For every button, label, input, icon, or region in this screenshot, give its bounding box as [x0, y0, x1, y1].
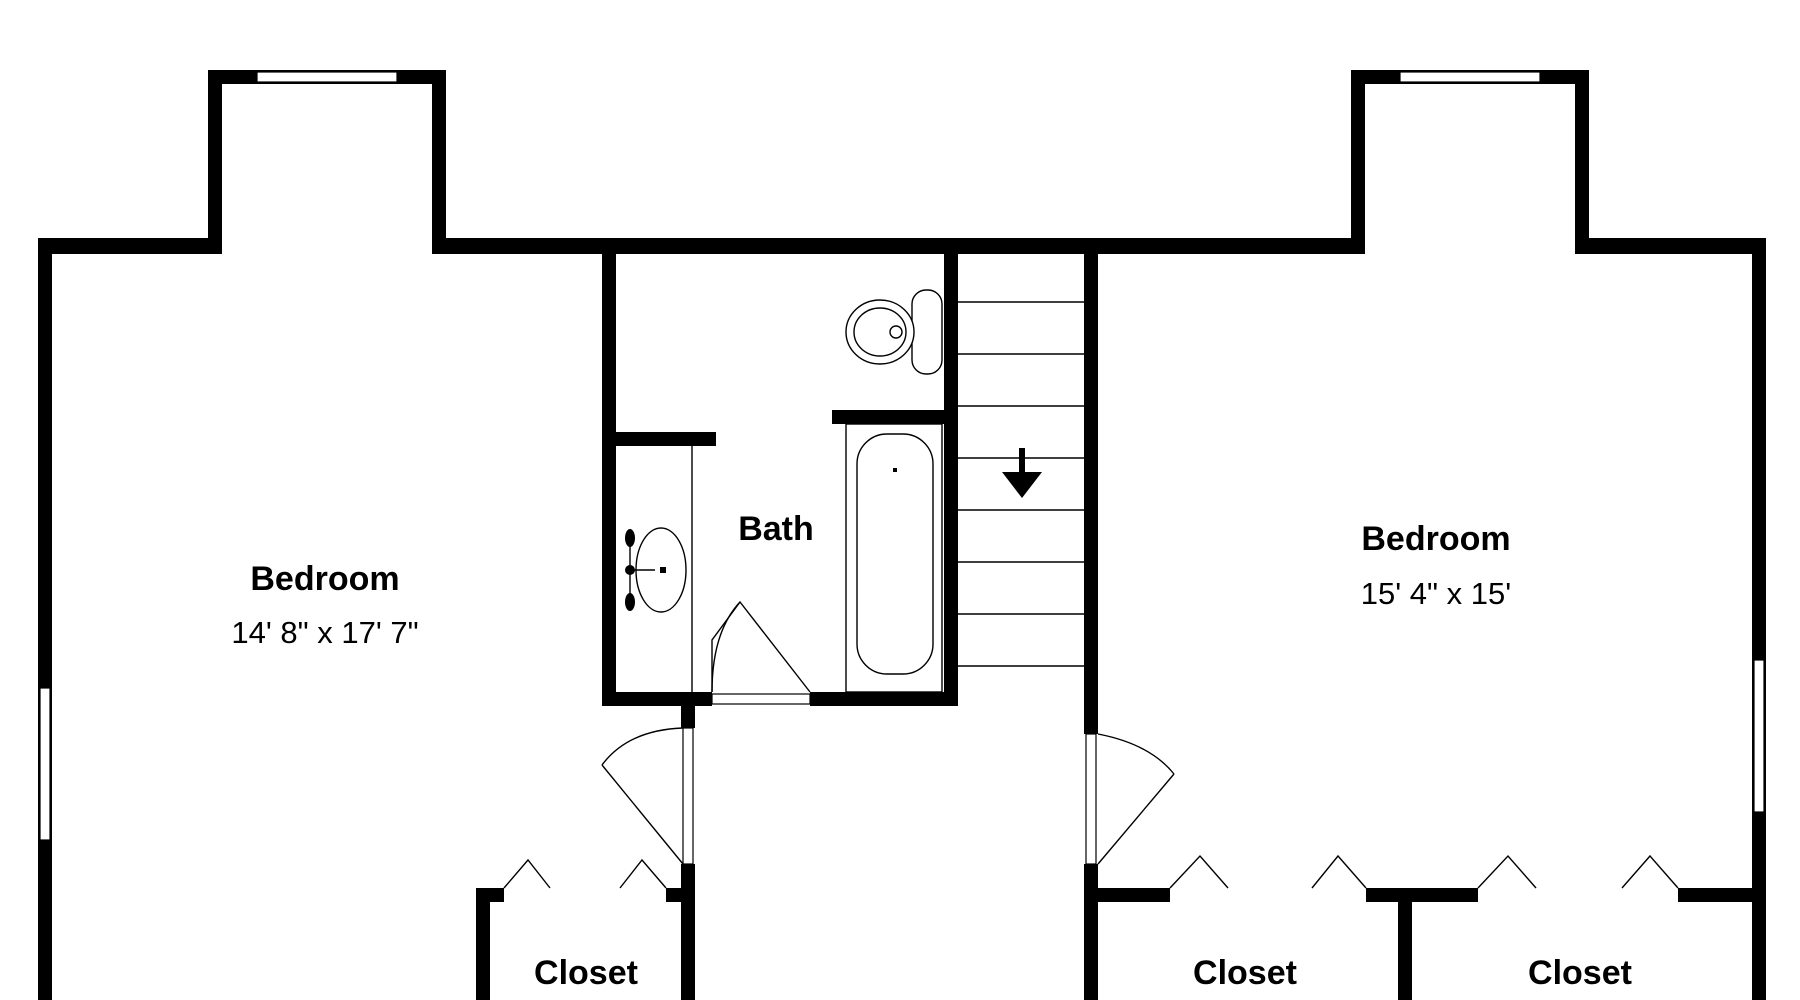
- window-left-wall: [39, 687, 51, 841]
- arrow-down-icon: [1002, 448, 1042, 498]
- window-right-bay: [1399, 71, 1541, 83]
- hall-left-wall-upper: [681, 706, 695, 728]
- right-bedroom-door: [1085, 733, 1175, 865]
- sink-icon: [625, 446, 693, 692]
- window-right-wall: [1753, 659, 1765, 813]
- toilet-icon: [845, 289, 943, 375]
- bedroom-left-dimensions: 14' 8" x 17' 7": [231, 615, 418, 650]
- closet-middle-name: Closet: [1193, 954, 1297, 992]
- bedroom-right-dimensions: 15' 4" x 15': [1361, 576, 1511, 611]
- bath-door: [711, 600, 811, 705]
- stair-wall: [1084, 246, 1098, 734]
- window-left-bay: [256, 71, 398, 83]
- left-bedroom-door: [601, 727, 694, 865]
- bedroom-left-name: Bedroom: [250, 560, 399, 598]
- stairs: [958, 301, 1084, 667]
- right-closets-walls: [1098, 854, 1752, 1000]
- bedroom-right-name: Bedroom: [1361, 520, 1510, 558]
- bath-walls: [602, 246, 958, 706]
- closet-left-name: Closet: [534, 954, 638, 992]
- hall-right-wall-lower: [1084, 864, 1098, 1000]
- windows: [39, 71, 1765, 841]
- bath-name: Bath: [738, 510, 814, 548]
- closet-right-name: Closet: [1528, 954, 1632, 992]
- left-closet-walls: [476, 858, 681, 1000]
- hall-left-wall-lower: [681, 864, 695, 1000]
- bathtub-icon: [845, 423, 943, 693]
